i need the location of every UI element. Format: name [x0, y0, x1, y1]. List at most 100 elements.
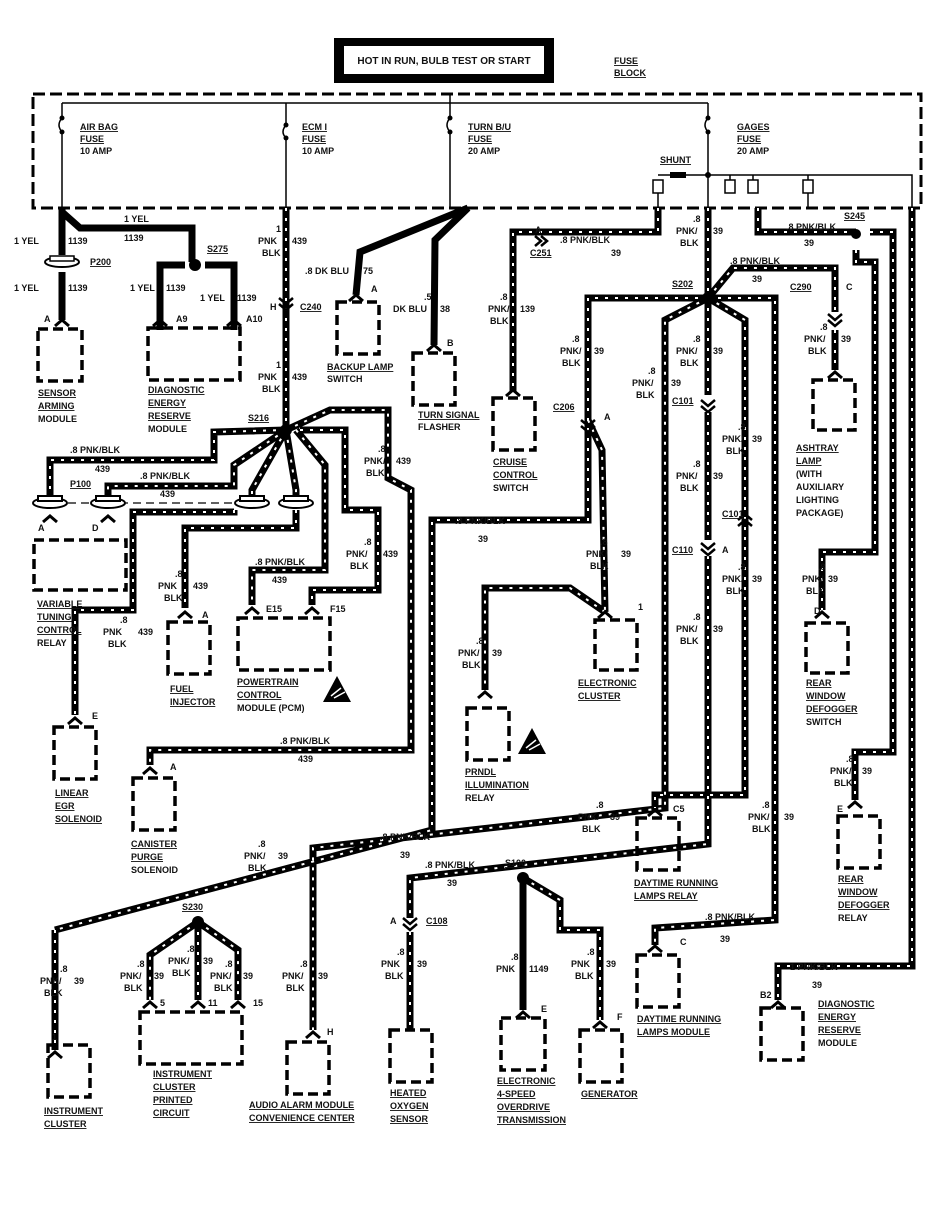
svg-text:39: 39	[243, 971, 253, 981]
svg-text:VARIABLE: VARIABLE	[37, 599, 82, 609]
component-electronic-cluster[interactable]: 1 ELECTRONIC CLUSTER	[578, 602, 643, 701]
svg-text:CLUSTER: CLUSTER	[44, 1119, 87, 1129]
splice-s230-group: S230	[51, 902, 242, 1050]
svg-text:39: 39	[400, 850, 410, 860]
svg-text:39: 39	[804, 238, 814, 248]
component-powertrain-control-module[interactable]: E15 F15 POWERTRAIN CONTROL MODULE (PCM)	[236, 604, 352, 713]
svg-text:PNK/: PNK/	[346, 549, 368, 559]
svg-text:SOLENOID: SOLENOID	[131, 865, 179, 875]
svg-text:A: A	[535, 225, 542, 235]
svg-text:A10: A10	[246, 314, 263, 324]
wire-labels-439: 1 PNK BLK 439 1 PNK BLK 439 .8 PNK/BLK 4…	[70, 224, 411, 764]
svg-text:PNK/: PNK/	[210, 971, 232, 981]
svg-text:PNK: PNK	[258, 372, 278, 382]
connector-c108: C108	[426, 916, 448, 926]
svg-text:PNK/: PNK/	[168, 956, 190, 966]
svg-text:39: 39	[447, 878, 457, 888]
svg-text:PNK/: PNK/	[676, 624, 698, 634]
component-electronic-4-speed-overdrive-transmission[interactable]: E ELECTRONIC 4-SPEED OVERDRIVE TRANSMISS…	[497, 1004, 566, 1125]
svg-text:F15: F15	[330, 604, 346, 614]
component-generator[interactable]: F GENERATOR	[578, 1012, 638, 1099]
svg-text:.8 PNK/BLK: .8 PNK/BLK	[425, 860, 476, 870]
svg-text:ILLUMINATION: ILLUMINATION	[465, 780, 529, 790]
component-canister-purge-solenoid[interactable]: A CANISTER PURGE SOLENOID	[131, 762, 179, 875]
svg-text:1 YEL: 1 YEL	[14, 236, 39, 246]
svg-text:TUNING: TUNING	[37, 612, 72, 622]
component-instrument-cluster-printed-circuit[interactable]: 5 11 15 INSTRUMENT CLUSTER PRINTED CIRCU…	[138, 998, 263, 1118]
svg-text:.8: .8	[137, 959, 145, 969]
component-linear-egr-solenoid[interactable]: E LINEAR EGR SOLENOID	[52, 711, 103, 824]
svg-text:B2: B2	[760, 990, 772, 1000]
svg-text:(WITH: (WITH	[796, 469, 822, 479]
svg-text:FUSE: FUSE	[80, 134, 104, 144]
svg-text:RELAY: RELAY	[37, 638, 67, 648]
svg-text:BLK: BLK	[214, 983, 233, 993]
svg-text:39: 39	[841, 334, 851, 344]
svg-text:1139: 1139	[237, 293, 257, 303]
svg-text:PNK/: PNK/	[244, 851, 266, 861]
svg-text:39: 39	[752, 274, 762, 284]
svg-text:A: A	[38, 523, 45, 533]
svg-text:439: 439	[292, 236, 307, 246]
component-daytime-running-lamps-relay[interactable]: C5 DAYTIME RUNNING LAMPS RELAY	[634, 804, 718, 901]
component-prndl-illumination-relay[interactable]: PRNDL ILLUMINATION RELAY	[465, 706, 547, 803]
splice-s100: S100	[505, 858, 526, 868]
svg-text:DAYTIME RUNNING: DAYTIME RUNNING	[634, 878, 718, 888]
svg-text:E: E	[541, 1004, 547, 1014]
component-turn-signal-flasher[interactable]: B TURN SIGNAL FLASHER	[411, 338, 480, 432]
svg-text:PNK/: PNK/	[804, 334, 826, 344]
wire-dk-blu: .8 DK BLU 75 .5 DK BLU 38	[305, 204, 471, 353]
component-rear-window-defogger-relay[interactable]: E REAR WINDOW DEFOGGER RELAY	[836, 804, 890, 923]
component-ashtray-lamp[interactable]: ASHTRAY LAMP (WITH AUXILIARY LIGHTING PA…	[796, 378, 857, 518]
component-diagnostic-energy-reserve-module-bottom[interactable]: B2 DIAGNOSTIC ENERGY RESERVE MODULE	[759, 990, 875, 1062]
svg-text:BLK: BLK	[350, 561, 369, 571]
component-backup-lamp-switch[interactable]: A BACKUP LAMP SWITCH	[327, 284, 393, 384]
component-diagnostic-energy-reserve-module-top[interactable]: A9 A10 DIAGNOSTIC ENERGY RESERVE MODULE	[146, 314, 263, 434]
svg-text:PNK/: PNK/	[560, 346, 582, 356]
svg-text:1 YEL: 1 YEL	[130, 283, 155, 293]
splice-s202: S202	[672, 279, 693, 289]
wire-labels-39: .8 PNK/BLK 39 .8 PNK/ BLK 1 39 .8 PNK/ BL…	[40, 214, 872, 998]
svg-text:1: 1	[638, 602, 643, 612]
svg-text:SENSOR: SENSOR	[390, 1114, 429, 1124]
connector-c290: C290	[790, 282, 812, 292]
svg-text:39: 39	[752, 434, 762, 444]
svg-text:1: 1	[52, 1032, 57, 1042]
svg-text:439: 439	[396, 456, 411, 466]
svg-text:39: 39	[713, 346, 723, 356]
svg-text:ENERGY: ENERGY	[818, 1012, 856, 1022]
svg-text:.8: .8	[300, 959, 308, 969]
wire-pnk-blk-39	[54, 208, 916, 1030]
svg-text:BLK: BLK	[808, 346, 827, 356]
svg-text:ENERGY: ENERGY	[148, 398, 186, 408]
svg-text:E: E	[837, 804, 843, 814]
svg-text:BLK: BLK	[44, 988, 63, 998]
svg-text:39: 39	[812, 980, 822, 990]
component-rear-window-defogger-switch[interactable]: D REAR WINDOW DEFOGGER SWITCH	[804, 606, 858, 727]
splice-s245-dot	[851, 229, 861, 239]
fuse-air-bag: AIR BAG FUSE 10 AMP	[58, 103, 118, 208]
svg-text:CONTROL: CONTROL	[237, 690, 282, 700]
component-sensor-arming-module[interactable]: A SENSOR ARMING MODULE	[36, 314, 84, 424]
svg-text:RELAY: RELAY	[465, 793, 495, 803]
component-daytime-running-lamps-module[interactable]: C DAYTIME RUNNING LAMPS MODULE	[635, 937, 721, 1037]
component-audio-alarm-module[interactable]: H AUDIO ALARM MODULE CONVENIENCE CENTER	[249, 1027, 355, 1123]
svg-text:P100: P100	[70, 479, 91, 489]
component-fuel-injector[interactable]: A FUEL INJECTOR	[166, 610, 216, 707]
svg-text:A: A	[202, 610, 209, 620]
svg-text:ASHTRAY: ASHTRAY	[796, 443, 839, 453]
svg-text:439: 439	[292, 372, 307, 382]
svg-text:39: 39	[606, 959, 616, 969]
svg-text:.8 PNK/BLK: .8 PNK/BLK	[560, 235, 611, 245]
component-variable-tuning-control-relay[interactable]: A D VARIABLE TUNING CONTROL RELAY	[32, 523, 128, 648]
component-instrument-cluster[interactable]: 1 INSTRUMENT CLUSTER	[44, 1032, 103, 1129]
shunt: SHUNT	[652, 155, 913, 208]
svg-text:CONTROL: CONTROL	[37, 625, 82, 635]
svg-text:LAMPS MODULE: LAMPS MODULE	[637, 1027, 710, 1037]
component-heated-oxygen-sensor[interactable]: HEATED OXYGEN SENSOR	[388, 1028, 434, 1124]
svg-text:EGR: EGR	[55, 801, 75, 811]
svg-text:PNK/: PNK/	[578, 812, 600, 822]
component-cruise-control-switch[interactable]: CRUISE CONTROL SWITCH	[491, 396, 538, 493]
svg-text:LAMP: LAMP	[796, 456, 822, 466]
